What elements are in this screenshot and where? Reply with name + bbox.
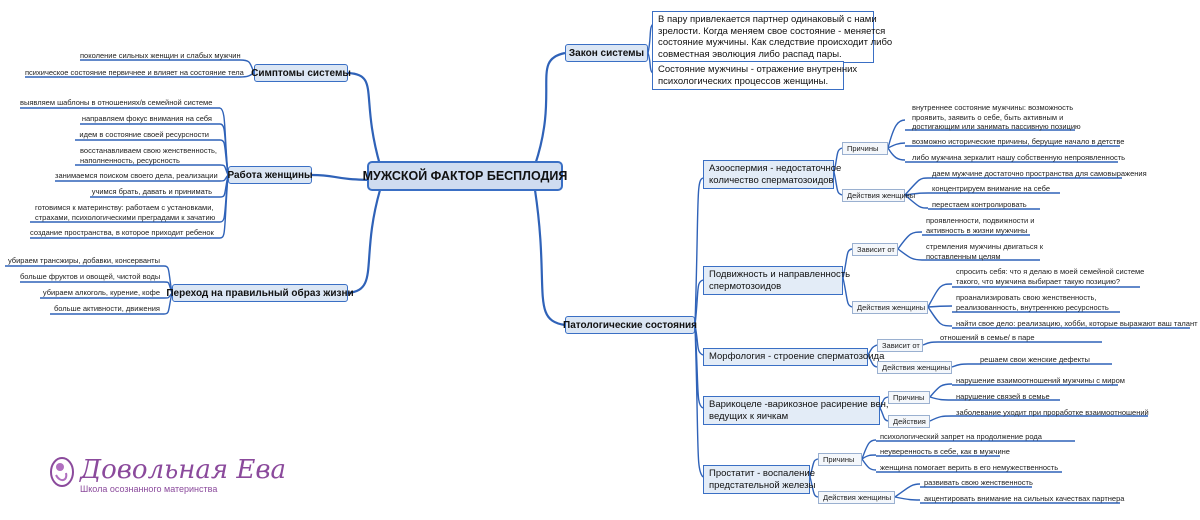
- azoo-prichiny[interactable]: Причины: [842, 142, 888, 155]
- logo-subtitle: Школа осознанного материнства: [80, 484, 218, 494]
- podv-zavisit-item: стремления мужчины двигаться к поставлен…: [926, 242, 1043, 261]
- rabota-item-line: наполненность, ресурсность: [80, 155, 180, 165]
- rabota-item: готовимся к материнству: работаем с уста…: [35, 203, 220, 222]
- prost-prichiny[interactable]: Причины: [818, 453, 862, 466]
- disease-varikocele[interactable]: Варикоцеле -варикозное расирение вен, ве…: [703, 396, 889, 425]
- item-line: проявленности, подвижности и: [926, 216, 1035, 225]
- branch-zakon-sistemy[interactable]: Закон системы: [565, 44, 648, 62]
- disease-label-line: Азооспермия - недостаточное: [709, 163, 842, 174]
- azoo-dejstvie-item: даем мужчине достаточно пространства для…: [932, 169, 1147, 178]
- varik-prichina-item: нарушение связей в семье: [956, 392, 1050, 401]
- disease-azoospermiya[interactable]: Азооспермия - недостаточное количество с…: [703, 160, 842, 189]
- azoo-dejstvie-item: концентрируем внимание на себе: [932, 184, 1051, 193]
- item-line: достигающим или занимать пассивную позиц…: [912, 122, 1081, 131]
- varik-prichina-item: нарушение взаимоотношений мужчины с миро…: [956, 376, 1125, 385]
- rabota-item-line: восстанавливаем свою женственность,: [80, 146, 218, 155]
- prost-dejstvie-item: развивать свою женственность: [924, 478, 1033, 487]
- rabota-item: восстанавливаем свою женственность, напо…: [80, 146, 220, 165]
- disease-label-line: спермотозоидов: [709, 280, 782, 292]
- rabota-item: создание пространства, в которое приходи…: [30, 228, 214, 237]
- item-line: такого, что мужчина выбирает такую позиц…: [956, 276, 1121, 286]
- prost-dejstvie-item: акцентировать внимание на сильных качест…: [924, 494, 1125, 503]
- morf-dejstviya[interactable]: Действия женщины: [877, 361, 952, 374]
- note-line: зрелости. Когда меняем свое состояние - …: [658, 25, 886, 37]
- note-line: совместная эволюция либо распад пары.: [658, 48, 842, 60]
- disease-morfologiya[interactable]: Морфология - строение сперматозоида: [703, 348, 884, 366]
- root-node[interactable]: МУЖСКОЙ ФАКТОР БЕСПЛОДИЯ: [363, 161, 567, 191]
- disease-label-line: количество сперматозоидов: [709, 174, 834, 186]
- item-line: поставленным целям: [926, 251, 1001, 261]
- prost-prichina-item: психологический запрет на продолжение ро…: [880, 432, 1042, 441]
- rabota-item: выявляем шаблоны в отношениях/в семейной…: [20, 98, 213, 107]
- podv-dejstviya[interactable]: Действия женщины: [852, 301, 928, 314]
- perehod-item: больше активности, движения: [54, 304, 160, 313]
- zakon-note-2: Состояние мужчины - отражение внутренних…: [652, 61, 858, 90]
- logo-name: Довольная Ева: [80, 455, 287, 485]
- rabota-item: направляем фокус внимания на себя: [81, 114, 212, 123]
- podv-dejstvie-item: найти свое дело: реализацию, хобби, кото…: [956, 319, 1198, 328]
- item-line: проанализировать свою женственность,: [956, 293, 1097, 302]
- azoo-prichina-item: возможно исторические причины, берущие н…: [912, 137, 1125, 146]
- item-line: реализованность, внутреннюю ресурсность: [956, 302, 1109, 312]
- podv-dejstvie-item: спросить себя: что я делаю в моей семейн…: [956, 267, 1144, 286]
- morf-zavisit[interactable]: Зависит от: [877, 339, 923, 352]
- note-line: психологических процессов женщины.: [658, 75, 829, 87]
- item-line: спросить себя: что я делаю в моей семейн…: [956, 267, 1145, 276]
- item-line: внутреннее состояние мужчины: возможност…: [912, 103, 1074, 112]
- branch-patologicheskie-sostoyaniya[interactable]: Патологические состояния: [563, 316, 697, 334]
- varik-dejstvie-item: заболевание уходит при проработке взаимо…: [956, 408, 1149, 417]
- azoo-dejstvie-item: перестаем контролировать: [932, 200, 1027, 209]
- rabota-item-line: страхами, психологическими преградами к …: [35, 212, 216, 222]
- symptom-item: психическое состояние первичнее и влияет…: [25, 68, 244, 77]
- symptom-item: поколение сильных женщин и слабых мужчин: [80, 51, 241, 60]
- rabota-item: учимся брать, давать и принимать: [91, 187, 212, 196]
- disease-podvizhnost[interactable]: Подвижность и направленность спермотозои…: [703, 266, 851, 295]
- azoo-prichina-item: либо мужчина зеркалит нашу собственную н…: [912, 153, 1126, 162]
- morf-zavisit-item: отношений в семье/ в паре: [940, 333, 1035, 342]
- item-line: активность в жизни мужчины: [926, 225, 1028, 235]
- podv-zavisit[interactable]: Зависит от: [852, 243, 898, 256]
- disease-label-line: предстательной железы: [709, 479, 816, 491]
- disease-label-line: ведущих к яичкам: [709, 410, 789, 422]
- branch-perehod[interactable]: Переход на правильный образ жизни: [166, 284, 354, 302]
- note-line: В пару привлекается партнер одинаковый с…: [658, 14, 877, 25]
- disease-label-line: Варикоцеле -варикозное расирение вен,: [709, 399, 889, 410]
- azoo-prichina-item: внутреннее состояние мужчины: возможност…: [912, 103, 1081, 132]
- podv-zavisit-item: проявленности, подвижности и активность …: [926, 216, 1034, 235]
- disease-label-line: Простатит - воспаление: [709, 468, 815, 479]
- perehod-item: больше фруктов и овощей, чистой воды: [20, 272, 161, 281]
- morf-dejstvie-item: решаем свои женские дефекты: [980, 355, 1090, 364]
- item-line: проявить, заявить о себе, быть активным …: [912, 112, 1064, 122]
- podv-dejstvie-item: проанализировать свою женственность, реа…: [956, 293, 1109, 312]
- disease-label-line: Подвижность и направленность: [709, 269, 851, 280]
- disease-prostatit[interactable]: Простатит - воспаление предстательной же…: [703, 465, 816, 494]
- zakon-note-1: В пару привлекается партнер одинаковый с…: [652, 11, 893, 63]
- azoo-dejstviya[interactable]: Действия женщины: [842, 189, 915, 202]
- varik-dejstviya[interactable]: Действия: [888, 415, 930, 428]
- item-line: стремления мужчины двигаться к: [926, 242, 1044, 251]
- prost-prichina-item: женщина помогает верить в его немужестве…: [880, 463, 1059, 472]
- note-line: состояние мужчины. Как следствие происхо…: [658, 37, 893, 48]
- prost-prichina-item: неуверенность в себе, как в мужчине: [880, 447, 1010, 456]
- logo-emblem-icon: [50, 457, 74, 487]
- varik-prichiny[interactable]: Причины: [888, 391, 930, 404]
- prost-dejstviya[interactable]: Действия женщины: [818, 491, 895, 504]
- perehod-item: убираем алкоголь, курение, кофе: [42, 288, 160, 297]
- branch-rabota-zhenshchiny[interactable]: Работа женщины: [227, 166, 313, 184]
- note-line: Состояние мужчины - отражение внутренних: [658, 64, 858, 75]
- rabota-item: занимаемся поиском своего дела, реализац…: [55, 171, 218, 180]
- branch-simptomy[interactable]: Симптомы системы: [251, 64, 351, 82]
- rabota-item: идем в состояние своей ресурсности: [79, 130, 209, 139]
- perehod-item: убираем трансжиры, добавки, консерванты: [7, 256, 160, 265]
- rabota-item-line: готовимся к материнству: работаем с уста…: [35, 203, 214, 212]
